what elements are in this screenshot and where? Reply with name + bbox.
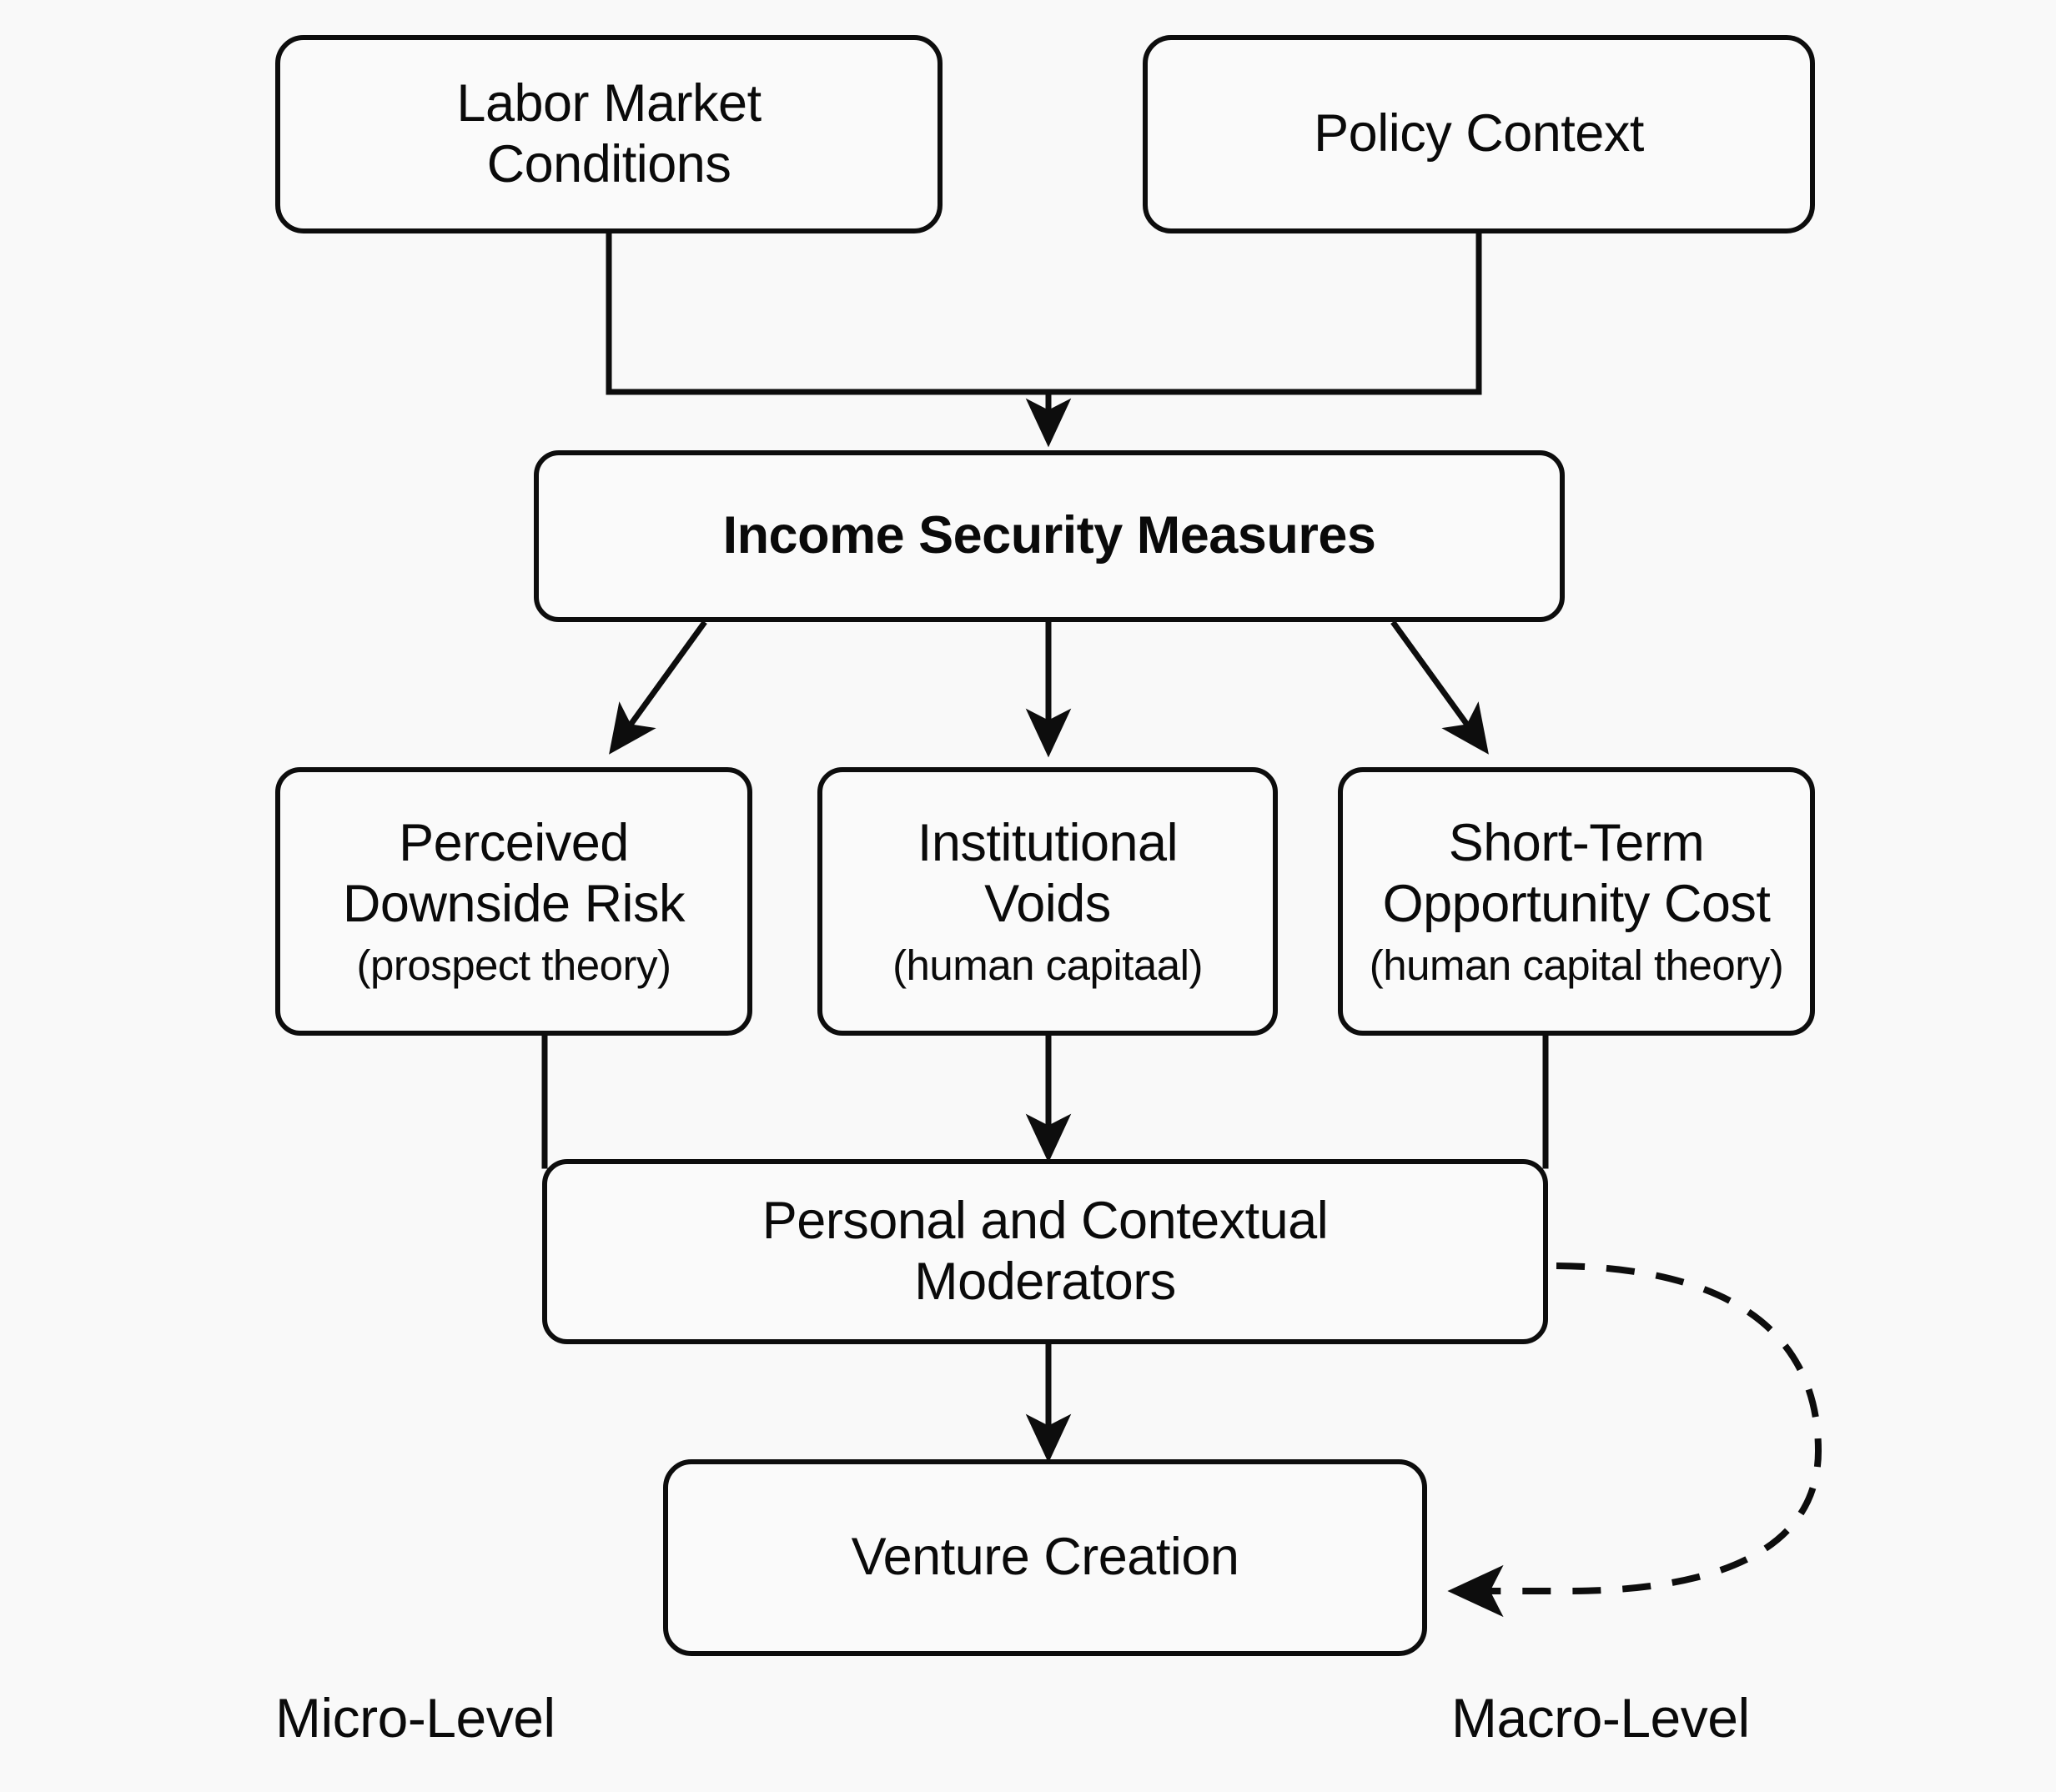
macro-level-label: Macro-Level [1451,1687,1750,1749]
node-venture-creation[interactable]: Venture Creation [663,1459,1427,1656]
node-title: Short-Term Opportunity Cost [1382,814,1771,934]
node-perceived-downside-risk[interactable]: Perceived Downside Risk (prospect theory… [275,767,752,1036]
edge-policy-context-to-bus [1045,230,1482,395]
node-title: Policy Context [1314,104,1644,163]
edge-income-security-to-perceived-risk [609,620,707,755]
node-institutional-voids[interactable]: Institutional Voids (human capitaal) [817,767,1278,1036]
node-subtitle: (prospect theory) [356,941,672,989]
edge-labor-market-to-bus [606,230,1052,395]
edge-income-security-to-opportunity-cost [1390,620,1489,755]
node-subtitle: (human capital theory) [1369,941,1784,989]
node-personal-contextual-moderators[interactable]: Personal and Contextual Moderators [542,1159,1548,1344]
node-title: Labor Market Conditions [456,73,762,193]
node-title: Institutional Voids [917,814,1179,934]
node-short-term-opportunity-cost[interactable]: Short-Term Opportunity Cost (human capit… [1338,767,1815,1036]
node-title: Perceived Downside Risk [342,814,686,934]
micro-level-label: Micro-Level [275,1687,555,1749]
node-title: Personal and Contextual Moderators [762,1191,1329,1311]
node-title: Venture Creation [851,1528,1239,1587]
edge-feedback-dashed-loop [1447,1262,1822,1618]
node-policy-context[interactable]: Policy Context [1143,35,1815,233]
node-income-security-measures[interactable]: Income Security Measures [534,450,1565,622]
node-subtitle: (human capitaal) [892,941,1203,989]
node-title: Income Security Measures [722,506,1376,565]
node-labor-market-conditions[interactable]: Labor Market Conditions [275,35,943,233]
